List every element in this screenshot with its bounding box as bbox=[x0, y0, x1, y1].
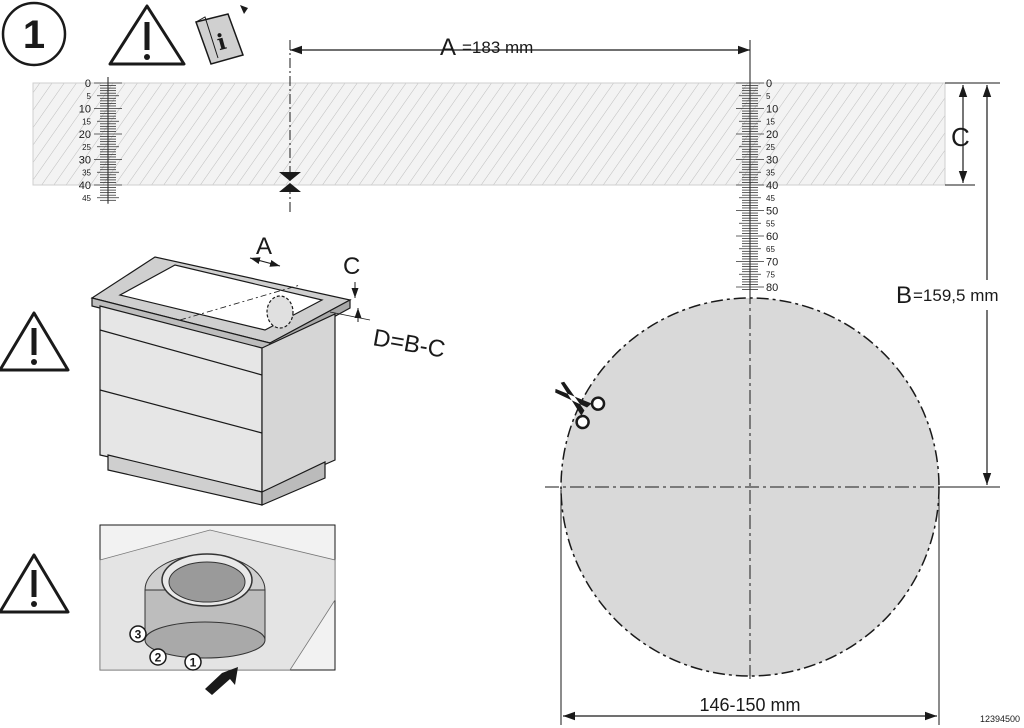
worktop-section bbox=[32, 82, 946, 186]
dimension-b-value: =159,5 mm bbox=[913, 286, 999, 305]
ruler-label: 40 bbox=[79, 180, 91, 192]
ruler-label: 60 bbox=[766, 231, 778, 243]
ruler-label: 25 bbox=[766, 143, 775, 152]
ruler-label: 45 bbox=[82, 194, 91, 203]
callout-circle bbox=[129, 625, 147, 643]
ruler-label: 10 bbox=[79, 104, 91, 116]
ruler-label: 15 bbox=[82, 117, 91, 126]
callout-number: 3 bbox=[135, 628, 142, 642]
ruler-label: 5 bbox=[87, 92, 92, 101]
installation-detail-photo bbox=[99, 524, 336, 695]
ruler-label: 40 bbox=[766, 180, 778, 192]
read-manual-icon: i bbox=[195, 5, 248, 65]
step-number-badge: 1 bbox=[1, 1, 67, 67]
ruler-label: 10 bbox=[766, 104, 778, 116]
ruler-label: 5 bbox=[766, 92, 771, 101]
callout-circle bbox=[184, 653, 202, 671]
warning-icon bbox=[0, 311, 70, 372]
dimension-cutout-width: 146-150 mm bbox=[560, 490, 940, 725]
ruler-label: 20 bbox=[766, 129, 778, 141]
cabinet-label-d-formula: D=B-C bbox=[371, 324, 447, 363]
callouts: 1 23 bbox=[129, 625, 202, 671]
ruler-label: 70 bbox=[766, 257, 778, 269]
cutout-width-value: 146-150 mm bbox=[699, 695, 800, 715]
ruler-label: 30 bbox=[79, 155, 91, 167]
scissors-icon bbox=[555, 381, 606, 430]
warning-icon bbox=[108, 4, 186, 66]
ruler-label: 15 bbox=[766, 117, 775, 126]
ruler-label: 35 bbox=[82, 168, 91, 177]
dimension-c: C bbox=[945, 82, 1000, 186]
cabinet-label-c: C bbox=[343, 253, 360, 280]
drawing-number: 12394500 bbox=[980, 714, 1020, 724]
dimension-b-letter: B bbox=[896, 282, 912, 309]
dimension-c-letter: C bbox=[951, 122, 970, 152]
ruler-label: 20 bbox=[79, 129, 91, 141]
warning-icon bbox=[0, 553, 70, 614]
callout-number: 2 bbox=[155, 651, 162, 665]
callout-number: 1 bbox=[190, 656, 197, 670]
ruler-label: 80 bbox=[766, 282, 778, 294]
ruler-label: 0 bbox=[85, 78, 91, 90]
ruler-label: 55 bbox=[766, 219, 775, 228]
step-number: 1 bbox=[23, 13, 45, 57]
cabinet-illustration bbox=[90, 256, 371, 506]
ruler-label: 75 bbox=[766, 270, 775, 279]
ruler-label: 30 bbox=[766, 155, 778, 167]
ruler-label: 45 bbox=[766, 194, 775, 203]
dimension-a-letter: A bbox=[440, 34, 456, 61]
ruler-label: 0 bbox=[766, 78, 772, 90]
dimension-b: B =159,5 mm bbox=[895, 85, 1024, 488]
cutout-template-circle bbox=[545, 290, 955, 680]
callout-circle bbox=[149, 648, 167, 666]
ruler-label: 50 bbox=[766, 206, 778, 218]
ruler-label: 65 bbox=[766, 245, 775, 254]
dimension-a: A =183 mm bbox=[279, 34, 751, 215]
cabinet-label-a: A bbox=[256, 233, 272, 260]
dimension-a-value: =183 mm bbox=[462, 38, 533, 57]
ruler-label: 25 bbox=[82, 143, 91, 152]
ruler-label: 35 bbox=[766, 168, 775, 177]
